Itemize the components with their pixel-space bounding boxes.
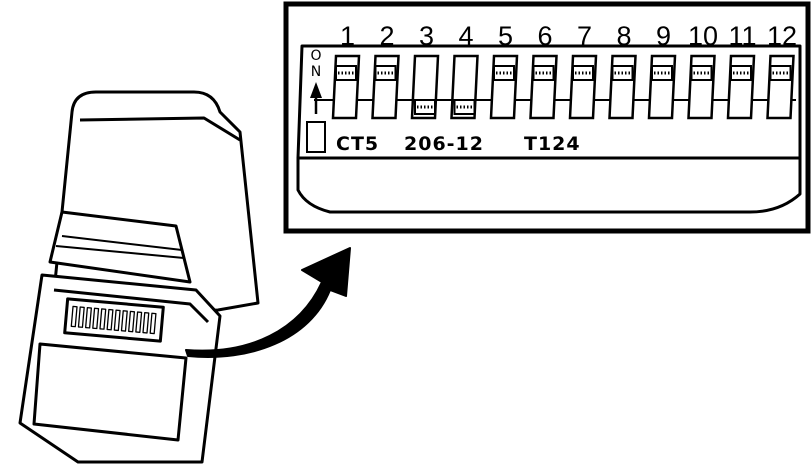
callout-arrow [185,247,351,358]
device-mini-slot [77,306,85,328]
device-mini-slot [70,305,78,328]
switch-number-3: 3 [419,21,434,51]
dip-switch-5 [489,54,519,120]
device-lower-panel [32,342,188,442]
device-label-line [55,245,185,259]
switch-number-9: 9 [656,21,671,51]
panel-label-ct5: CT5 [336,133,379,155]
dip-switch-8 [608,54,637,120]
switch-number-8: 8 [616,21,631,51]
on-letter-n: N [311,64,321,80]
device-mini-slot [99,308,107,330]
dip-switch-1 [331,54,361,120]
device-front-rim [53,288,210,324]
switch-number-7: 7 [577,21,592,51]
device-switch-slots [70,305,157,335]
dip-switch-front-face [296,156,802,214]
dip-switch-6 [529,54,558,120]
dip-switch-10 [687,54,716,120]
on-indicator-box [306,121,326,153]
switch-number-4: 4 [458,21,473,51]
panel-label-206-12: 206-12 [404,133,484,155]
on-indicator: O N [306,48,326,153]
switch-number-6: 6 [537,21,552,51]
callout-arrow-shape [185,247,351,358]
on-arrow-icon [310,82,322,98]
switch-slots [331,54,795,120]
device-mini-slot [84,306,93,329]
switch-number-10: 10 [688,21,718,51]
switch-number-12: 12 [767,21,797,51]
device-label-slot [48,210,192,284]
device-mini-slot [135,311,143,333]
panel-label-t124: T124 [524,133,581,155]
device-mini-slot [106,308,114,331]
device-mini-slot [128,310,136,333]
dip-switch-4 [450,54,479,120]
switch-number-1: 1 [340,21,355,51]
dip-switch-12 [766,54,795,120]
device-mini-slot [149,312,157,335]
device-mini-slot [92,307,100,330]
remote-device [18,90,260,464]
device-mini-slot [120,310,128,332]
device-mini-slot [142,312,150,334]
switch-number-11: 11 [728,21,756,51]
switch-number-2: 2 [379,21,394,51]
dip-switch-11 [726,54,756,120]
dip-switch-2 [371,54,400,120]
dip-switch-3 [410,54,440,120]
dip-switch-9 [647,54,677,120]
device-mini-slot [113,309,121,332]
dip-switch-7 [568,54,598,120]
device-label-line [61,235,183,251]
device-top-edge [79,116,241,142]
switch-number-5: 5 [498,21,513,51]
on-letter-o: O [310,48,321,64]
